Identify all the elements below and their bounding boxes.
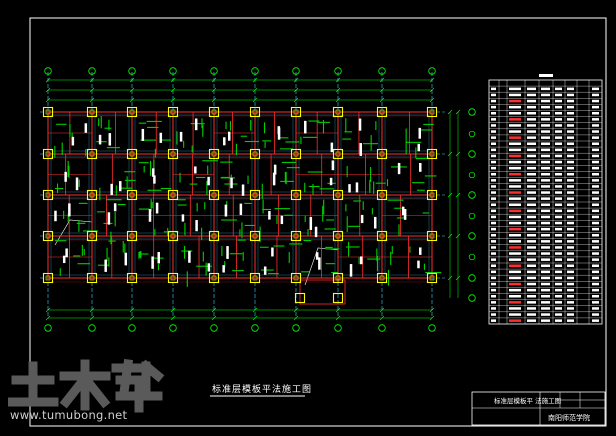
rebar-schedule-table: [488, 74, 603, 325]
column-layer: [42, 106, 438, 304]
drawing-frame: [29, 17, 607, 427]
dimension-layer: [44, 67, 476, 332]
drawing-title: 标准层模板平法施工图: [212, 385, 313, 395]
tumubang-logo: [8, 358, 165, 413]
beam-layer: [47, 111, 433, 283]
title-block-drawing-name: 标准层模板平 法施工图: [494, 396, 561, 405]
rebar-annotation-layer: [54, 115, 442, 287]
title-block: 标准层模板平 法施工图 南阳师范学院: [471, 391, 606, 426]
title-block-institution: 南阳师范学院: [548, 413, 590, 422]
watermark-url: www.tumubong.net: [10, 408, 128, 422]
